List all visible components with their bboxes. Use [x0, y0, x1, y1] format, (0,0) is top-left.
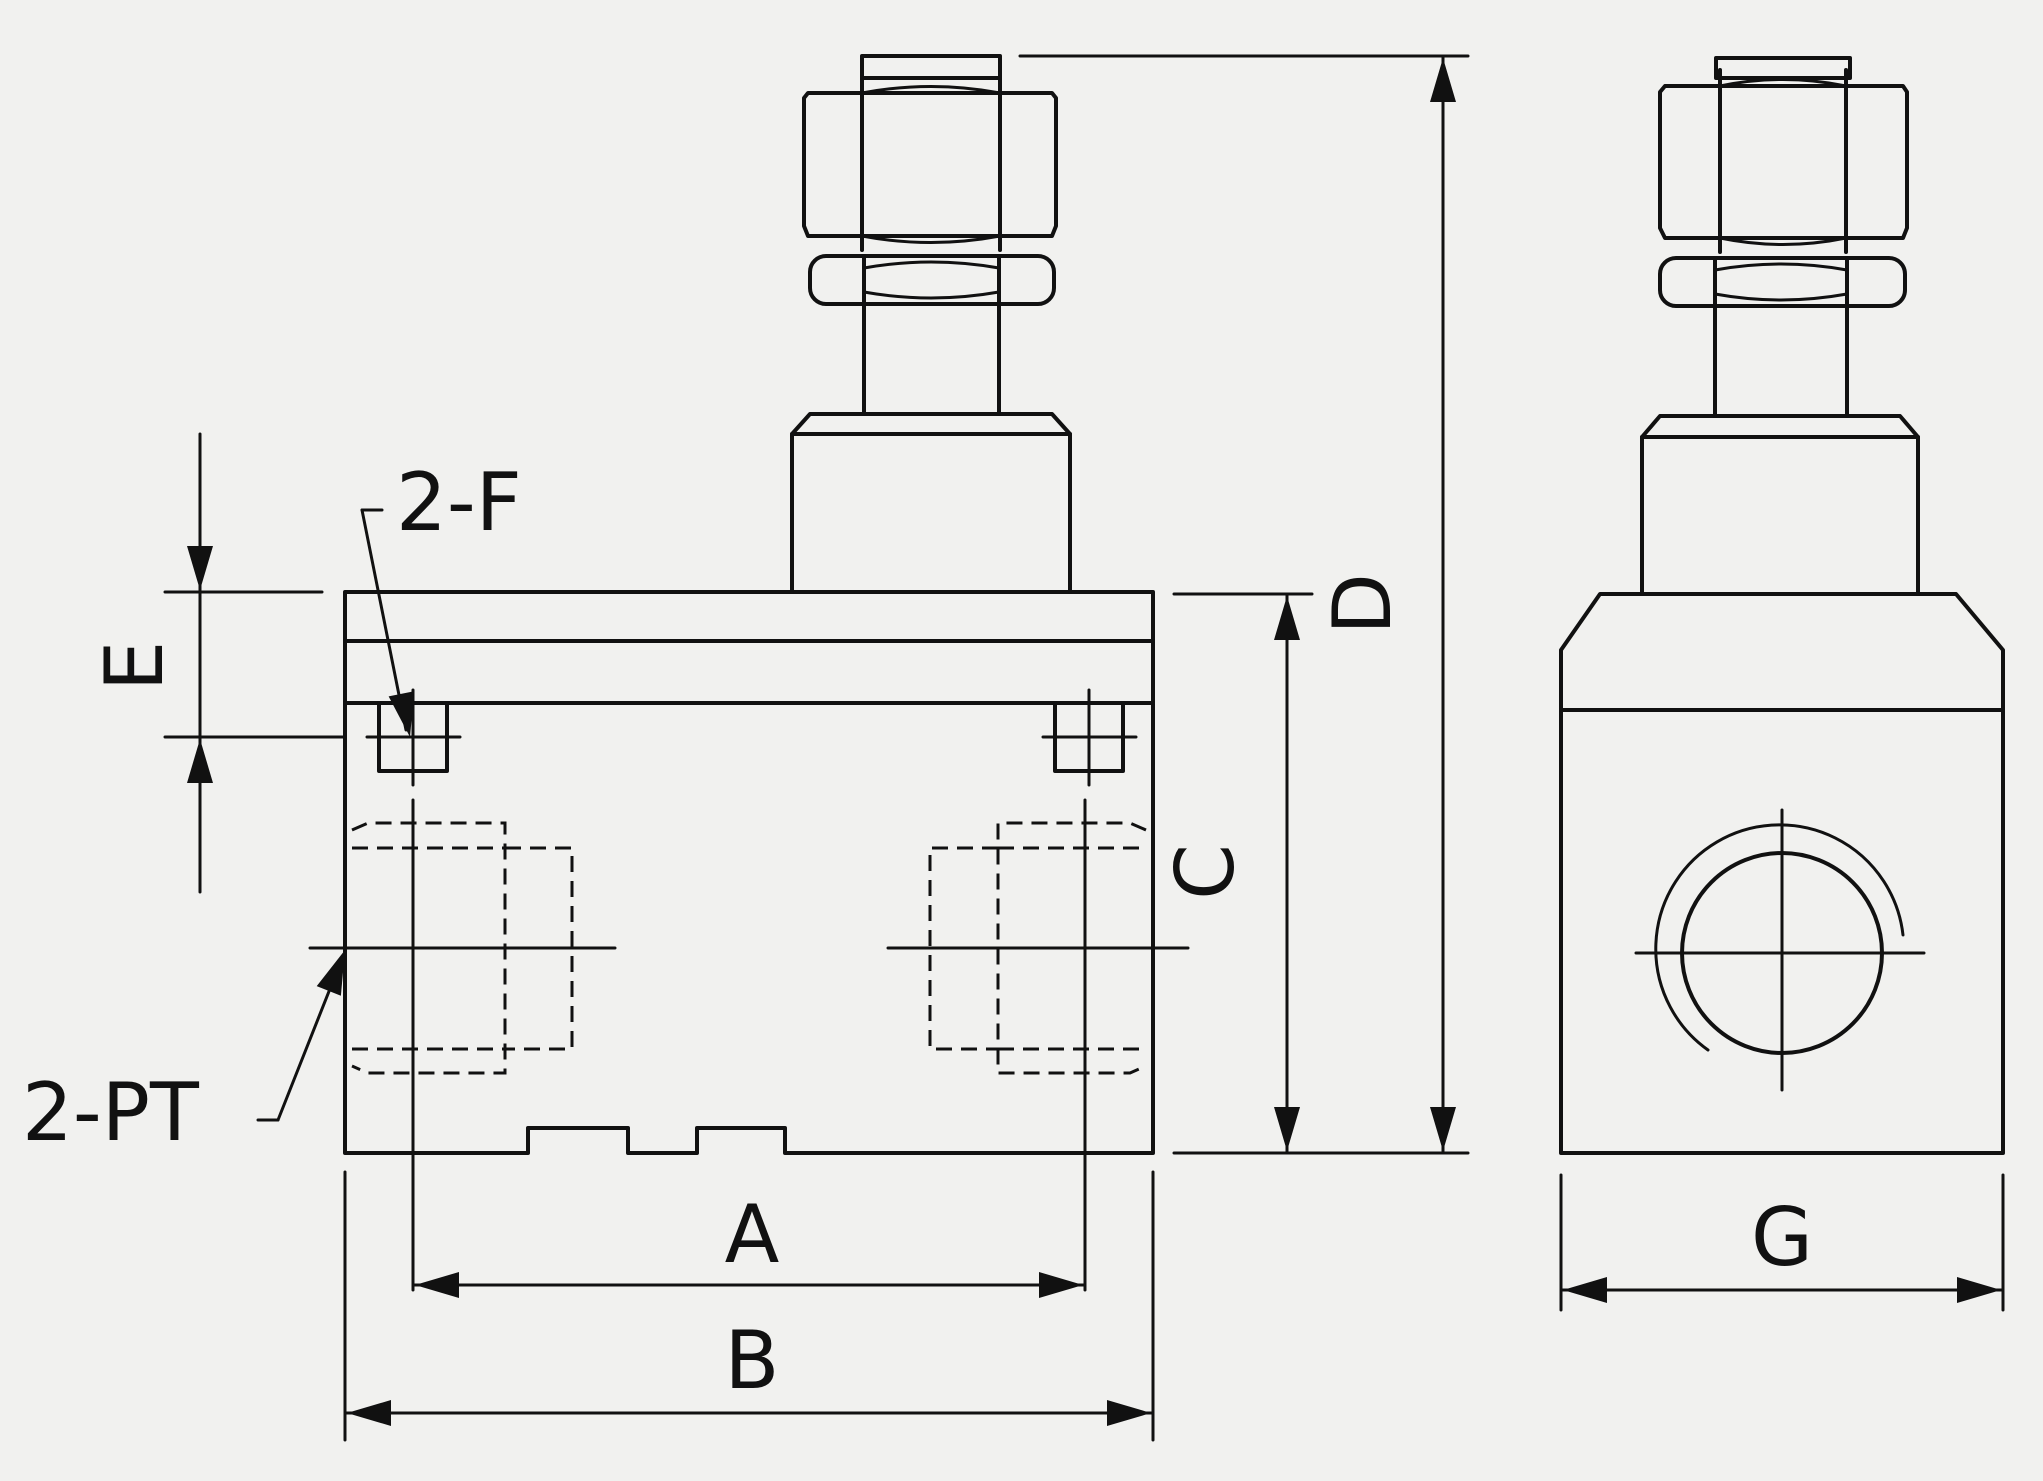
dimension-b-label: B — [725, 1314, 780, 1407]
front-body-outline — [343, 590, 1155, 1155]
front-adjusting-nut — [802, 54, 1058, 252]
side-bonnet — [1640, 414, 1920, 596]
dimension-a: A — [411, 1188, 1087, 1298]
dimension-d: D — [1316, 54, 1456, 1155]
dimension-b: B — [343, 1314, 1155, 1426]
dimension-g-label: G — [1751, 1191, 1813, 1284]
side-adjusting-nut — [1658, 56, 1909, 254]
dimension-d-label: D — [1316, 573, 1409, 635]
side-port-thread-arc — [1654, 823, 1905, 1052]
port-hidden-right — [928, 821, 1147, 1075]
side-lock-nut — [1658, 256, 1907, 308]
dimension-e-label: E — [88, 641, 181, 692]
front-view — [308, 54, 1190, 1292]
callout-2-f-label: 2-F — [396, 456, 522, 549]
mounting-hole-left — [365, 688, 462, 787]
side-body-outline — [1559, 592, 2005, 1155]
mounting-hole-right — [1041, 688, 1138, 787]
dimensions: A B C D E — [88, 54, 2005, 1442]
callout-2-pt: 2-PT — [22, 945, 358, 1159]
dimension-c: C — [1159, 592, 1300, 1155]
callout-2-f: 2-F — [360, 456, 522, 740]
front-lock-nut — [808, 254, 1056, 306]
dimension-e: E — [88, 432, 213, 894]
front-bonnet — [790, 412, 1072, 594]
callout-2-pt-label: 2-PT — [22, 1066, 200, 1159]
dimension-c-label: C — [1159, 844, 1252, 900]
side-view — [1559, 56, 2005, 1155]
dimension-a-label: A — [725, 1188, 780, 1281]
dimension-g: G — [1559, 1191, 2005, 1303]
